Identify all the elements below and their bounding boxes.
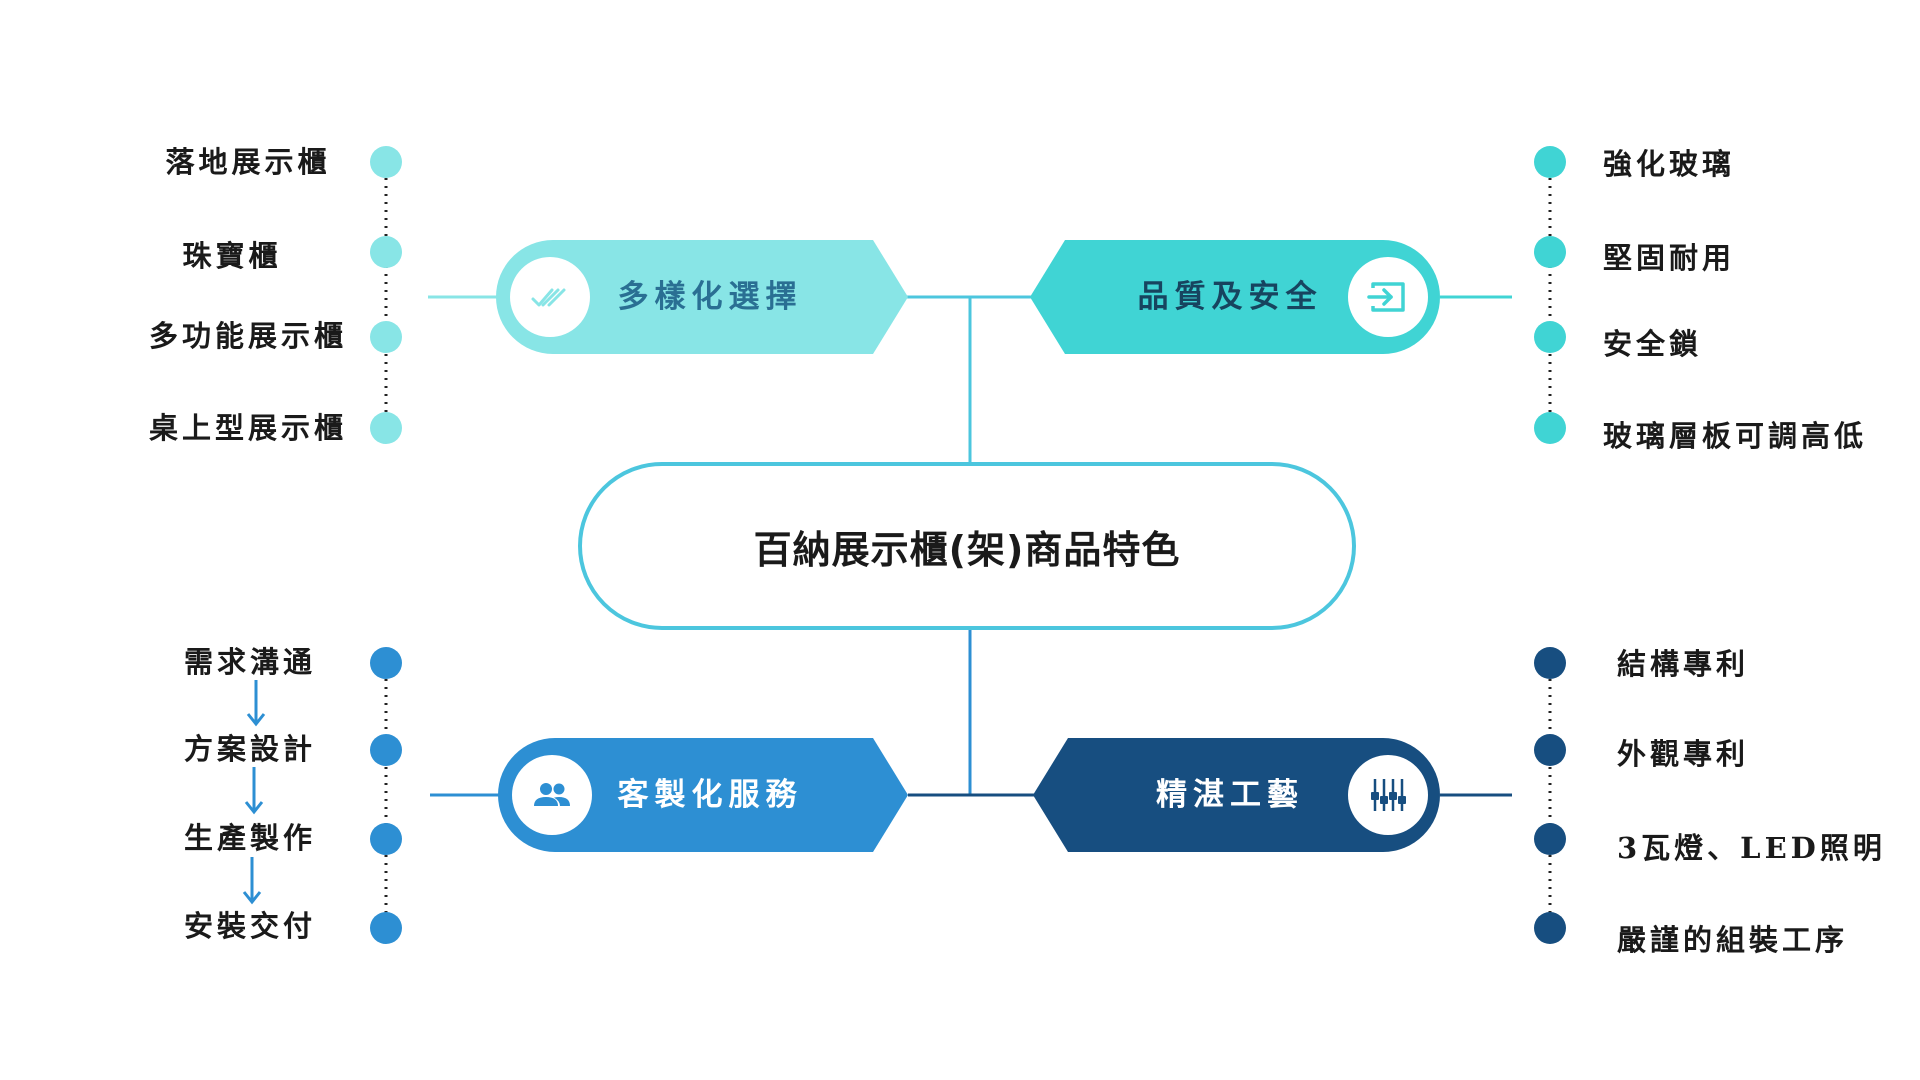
variety-branch-label: 多樣化選擇 [617, 279, 803, 315]
craft-icon-badge [1348, 755, 1428, 835]
craft-item: 外觀專利 [1617, 737, 1750, 771]
people-icon [534, 783, 570, 806]
custom-branch-label: 客製化服務 [617, 777, 803, 813]
custom-item: 生產製作 [183, 821, 316, 855]
variety-item: 多功能展示櫃 [148, 319, 347, 353]
sliders-icon [1371, 779, 1406, 811]
quality-icon-badge [1348, 257, 1428, 337]
quality-dot [1534, 146, 1566, 178]
craft-branch-label: 精湛工藝 [1156, 777, 1304, 813]
craft-dot [1534, 647, 1566, 679]
quality-branch-label: 品質及安全 [1137, 279, 1323, 315]
quality-item: 安全鎖 [1603, 327, 1703, 361]
custom-item: 方案設計 [183, 732, 316, 766]
process-arrows [242, 680, 266, 905]
custom-branch-shape [498, 738, 908, 852]
craft-item: 結構專利 [1617, 647, 1750, 681]
variety-dot [370, 412, 402, 444]
input-arrow-icon [1367, 282, 1405, 312]
variety-dot [370, 321, 402, 353]
craft-dot [1534, 823, 1566, 855]
craft-branch-shape [1033, 738, 1440, 852]
variety-branch-shape [496, 240, 908, 354]
quality-item: 堅固耐用 [1603, 241, 1736, 275]
center-title: 百納展示櫃(架)商品特色 [753, 527, 1181, 572]
craft-dot [1534, 734, 1566, 766]
quality-item: 玻璃層板可調高低 [1603, 419, 1868, 453]
quality-dot [1534, 412, 1566, 444]
double-check-icon [531, 288, 566, 307]
variety-dot [370, 146, 402, 178]
variety-dot [370, 236, 402, 268]
craft-item: 3瓦燈、LED照明 [1617, 831, 1886, 865]
center-title-box: 百納展示櫃(架)商品特色 [578, 462, 1356, 630]
variety-item: 落地展示櫃 [165, 145, 331, 179]
craft-dot [1534, 912, 1566, 944]
quality-dot [1534, 321, 1566, 353]
custom-item: 安裝交付 [183, 909, 316, 943]
custom-dot [370, 823, 402, 855]
custom-icon-badge [512, 755, 592, 835]
quality-dot [1534, 236, 1566, 268]
quality-item: 強化玻璃 [1603, 147, 1736, 181]
craft-item: 嚴謹的組裝工序 [1617, 923, 1849, 957]
variety-icon-badge [510, 257, 590, 337]
custom-dot [370, 912, 402, 944]
variety-item: 桌上型展示櫃 [148, 411, 347, 445]
custom-dot [370, 734, 402, 766]
custom-dot [370, 647, 402, 679]
custom-item: 需求溝通 [183, 645, 316, 679]
variety-item: 珠寶櫃 [182, 239, 282, 273]
quality-branch-shape [1030, 240, 1440, 354]
